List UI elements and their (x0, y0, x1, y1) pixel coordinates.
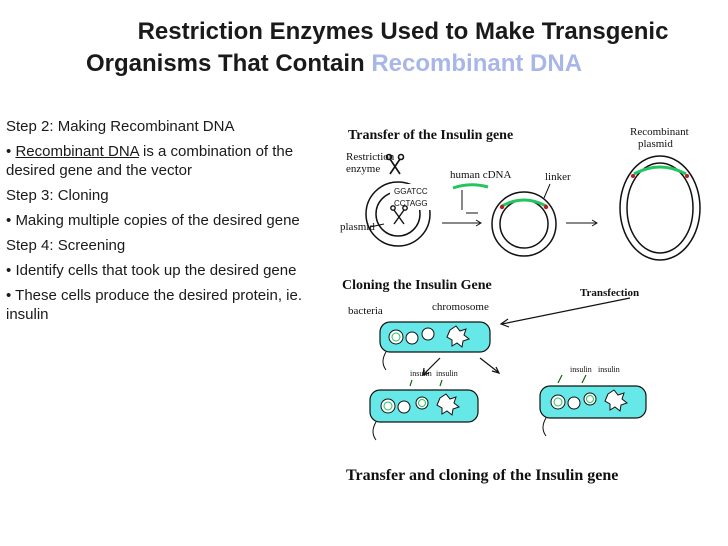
title-accent: Recombinant DNA (371, 50, 583, 77)
chromosome-label: chromosome (432, 301, 489, 313)
step2-bullet-text: is a combination of the desired gene and… (6, 143, 294, 179)
insulin-label-1: insulin (410, 369, 432, 378)
step4-bullet: • Identify cells that took up the desire… (6, 261, 322, 280)
bullet-icon: • (6, 262, 12, 279)
sequence-bottom: CCTAGG (394, 199, 428, 208)
figure-caption: Transfer and cloning of the Insulin gene (346, 467, 618, 484)
linker-label: linker (545, 171, 571, 183)
step3-bullet-text: Making multiple copies of the desired ge… (15, 212, 300, 229)
bullet-icon: • (6, 287, 12, 304)
step2-heading: Step 2: Making Recombinant DNA (6, 118, 235, 135)
step4-bullet-text: Identify cells that took up the desired … (15, 262, 297, 279)
bacterium-cell (379, 321, 491, 371)
sequence-top: GGATCC (394, 187, 428, 196)
recombinant-plasmid-diagram (619, 155, 701, 261)
transfection-label: Transfection (580, 287, 639, 299)
recombinant-label: Recombinant (630, 126, 689, 138)
bacterium-cell (539, 385, 647, 437)
plasmid-diagram: GGATCC CCTAGG (365, 181, 434, 247)
slide-title: Restriction Enzymes Used to Make Transge… (0, 16, 728, 80)
bullet-icon: • (6, 143, 12, 160)
slide-body: Step 2: Making Recombinant DNA • Recombi… (6, 117, 322, 330)
step3-heading: Step 3: Cloning (6, 187, 109, 204)
arrow-icon (501, 297, 631, 325)
step5-bullet-text: These cells produce the desired protein,… (6, 287, 303, 323)
enzyme-label: enzyme (346, 163, 380, 175)
bacterium-cell (369, 389, 479, 441)
insulin-gene-figure: Transfer of the Insulin gene Restriction… (340, 126, 701, 484)
human-cdna-label: human cDNA (450, 169, 511, 181)
bacteria-label: bacteria (348, 305, 383, 317)
title-line-2-prefix: Organisms That Contain (85, 50, 372, 77)
step3-bullet: • Making multiple copies of the desired … (6, 211, 322, 230)
title-line-2: Organisms That Contain Recombinant DNA (0, 48, 728, 80)
insulin-label-4: insulin (598, 365, 620, 374)
step5-bullet: • These cells produce the desired protei… (6, 286, 322, 324)
restriction-label: Restriction (346, 151, 395, 163)
step2-bullet: • Recombinant DNA is a combination of th… (6, 142, 322, 180)
title-line-1: Restriction Enzymes Used to Make Transge… (137, 18, 669, 45)
cloning-title: Cloning the Insulin Gene (342, 278, 492, 293)
insulin-label-2: insulin (436, 369, 458, 378)
step4-heading: Step 4: Screening (6, 237, 126, 254)
insulin-label-3: insulin (570, 365, 592, 374)
recombinant-dna-link[interactable]: Recombinant DNA (15, 143, 139, 160)
gene-fragment (452, 183, 489, 190)
recombinant-plasmid-label: plasmid (638, 138, 673, 150)
scissors-icon (385, 153, 405, 175)
transfer-title: Transfer of the Insulin gene (348, 128, 513, 143)
bullet-icon: • (6, 212, 12, 229)
scissors-icon (390, 205, 408, 225)
cut-plasmid-diagram (491, 191, 557, 257)
plasmid-label: plasmid (340, 221, 375, 233)
